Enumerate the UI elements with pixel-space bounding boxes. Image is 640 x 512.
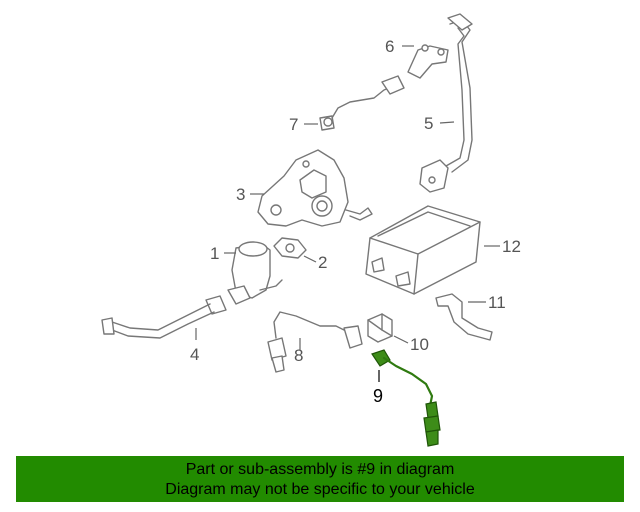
callout-12[interactable]: 12 <box>502 237 521 256</box>
part-12-canister[interactable] <box>365 205 481 295</box>
callout-11[interactable]: 11 <box>488 293 506 312</box>
banner-line-2: Diagram may not be specific to your vehi… <box>165 481 475 498</box>
callout-10[interactable]: 10 <box>410 335 429 354</box>
parts-diagram: 6 5 7 3 1 2 4 8 10 11 12 9 <box>101 13 521 447</box>
part-5-pipe[interactable] <box>419 13 473 193</box>
callout-4[interactable]: 4 <box>190 345 199 364</box>
callout-6[interactable]: 6 <box>385 37 394 56</box>
part-9-sensor-highlighted[interactable] <box>371 349 441 447</box>
info-banner: Part or sub-assembly is #9 in diagram Di… <box>16 456 624 502</box>
callout-numbers: 6 5 7 3 1 2 4 8 10 11 12 9 <box>190 37 521 406</box>
part-8-sensor[interactable] <box>267 311 363 373</box>
callout-2[interactable]: 2 <box>318 253 327 272</box>
part-3-housing[interactable] <box>257 149 373 227</box>
part-2-gasket[interactable] <box>273 237 307 259</box>
callout-3[interactable]: 3 <box>236 185 245 204</box>
part-7-sensor[interactable] <box>319 75 405 131</box>
part-1-valve[interactable] <box>227 241 283 305</box>
callout-8[interactable]: 8 <box>294 346 303 365</box>
banner-line-1: Part or sub-assembly is #9 in diagram <box>185 461 455 478</box>
leader-lines <box>195 45 500 382</box>
part-6-bracket[interactable] <box>407 44 449 79</box>
part-10-connector[interactable] <box>367 313 393 343</box>
callout-1[interactable]: 1 <box>210 244 219 263</box>
part-4-tube[interactable] <box>101 295 227 339</box>
callout-9[interactable]: 9 <box>373 386 383 406</box>
callout-7[interactable]: 7 <box>289 115 298 134</box>
part-11-bracket[interactable] <box>435 293 493 341</box>
callout-5[interactable]: 5 <box>424 114 433 133</box>
